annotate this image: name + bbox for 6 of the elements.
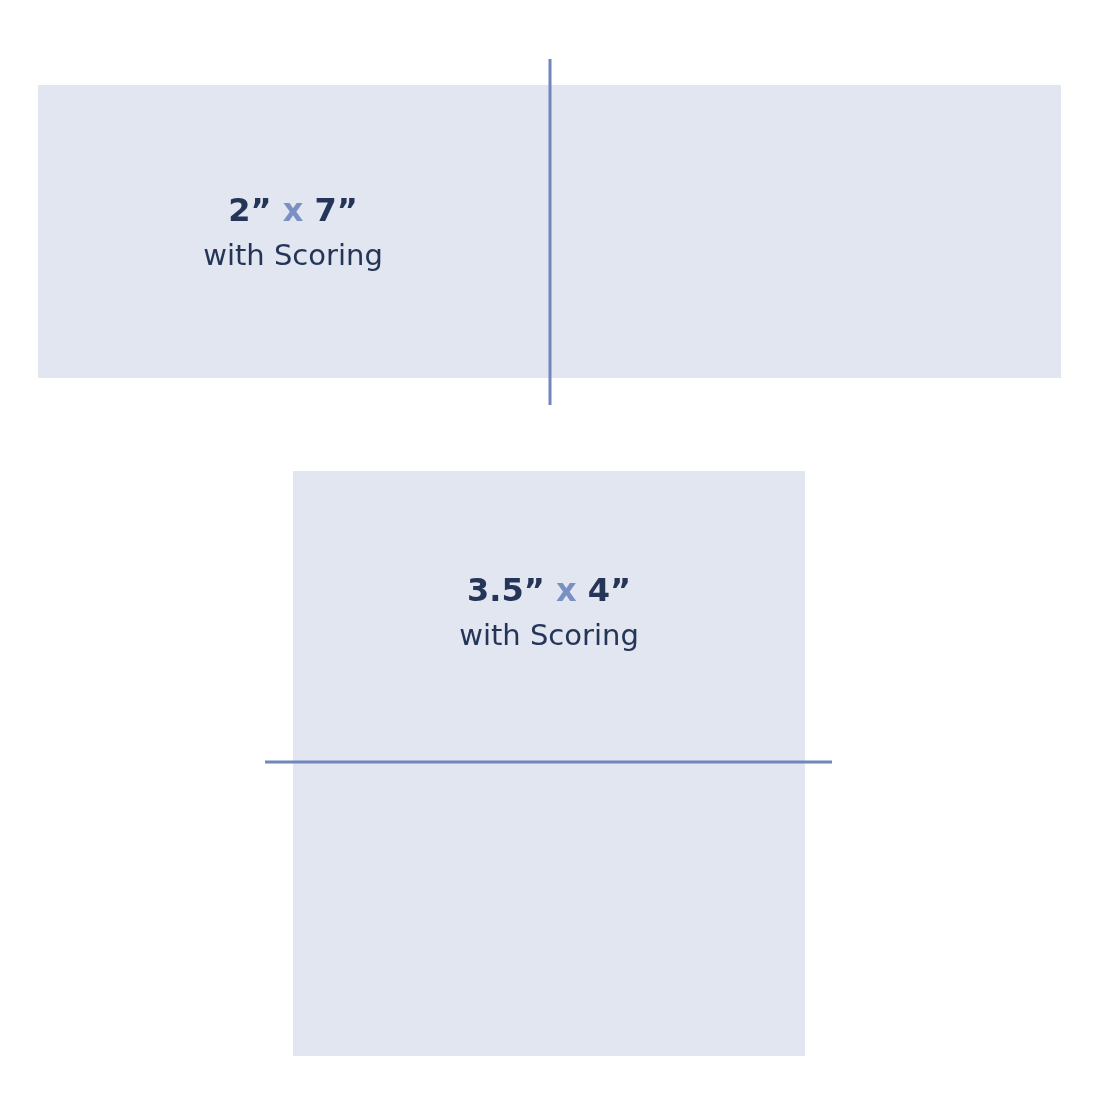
- scoring-label: with Scoring: [458, 617, 640, 654]
- scoring-label: with Scoring: [202, 237, 384, 274]
- size-label: 3.5” x 4”: [466, 570, 632, 610]
- card-shape: [293, 471, 805, 1056]
- card-shape: [38, 85, 1061, 378]
- size-label: 2” x 7”: [227, 190, 359, 230]
